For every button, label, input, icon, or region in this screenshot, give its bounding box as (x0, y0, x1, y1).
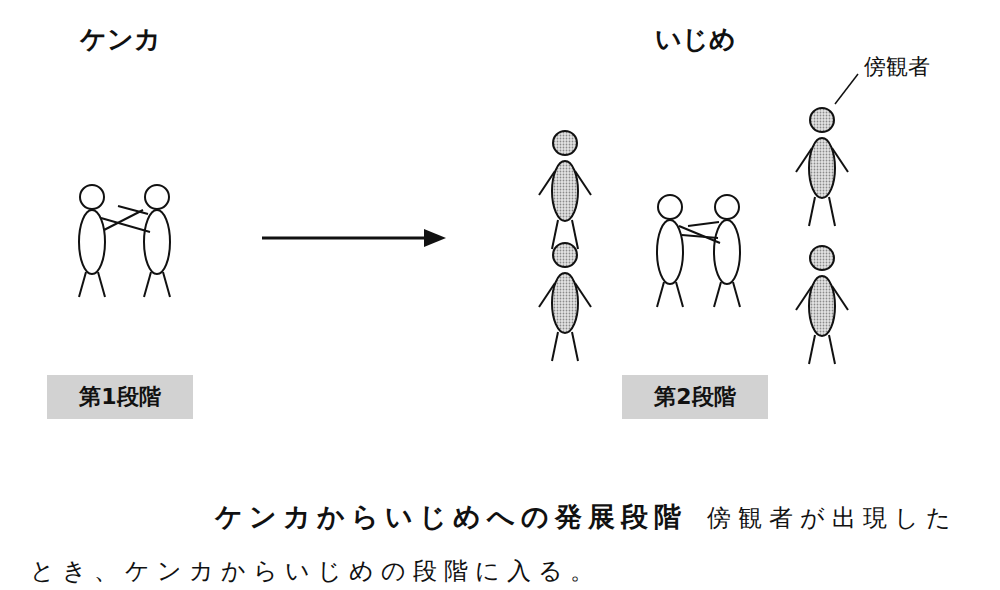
figure-caption: ケンカからいじめへの発展段階 (215, 501, 687, 532)
panel-heading: いじめ (655, 24, 736, 55)
stage-arrow (262, 229, 446, 247)
callout-label: 傍観者 (864, 54, 930, 80)
stage-box: 第2段階 (622, 375, 768, 419)
bystanders (539, 108, 848, 364)
fighting-pair (79, 185, 170, 297)
stage-label: 第1段階 (79, 384, 160, 410)
caption-paragraph: ケンカからいじめへの発展段階傍観者が出現したとき、ケンカからいじめの段階に入る。 (30, 492, 988, 590)
stage-label: 第2段階 (654, 384, 735, 410)
stage-box: 第1段階 (47, 375, 193, 419)
bullying-pair (657, 195, 740, 307)
panel-heading: ケンカ (80, 24, 161, 55)
leader-line (835, 74, 858, 104)
